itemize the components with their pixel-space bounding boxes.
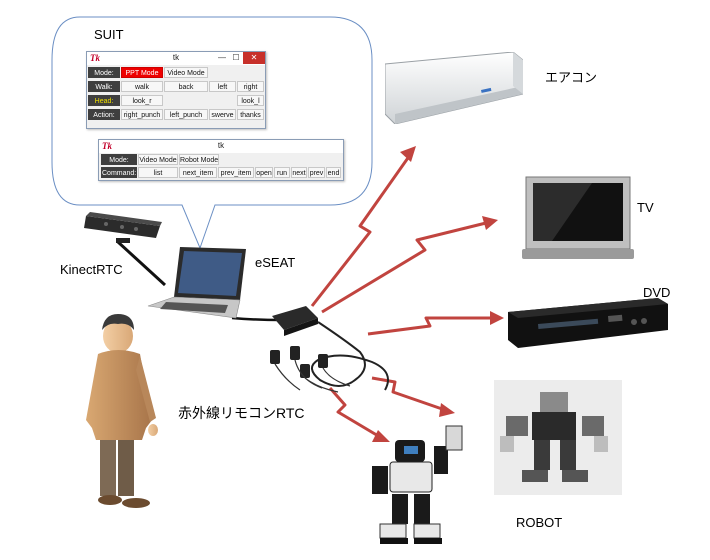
television — [522, 175, 634, 261]
dvd-label: DVD — [643, 285, 671, 300]
laptop — [147, 247, 246, 319]
prev-button[interactable]: prev — [308, 167, 325, 178]
robot-label: ROBOT — [516, 515, 563, 530]
minimize-button[interactable]: — — [218, 53, 226, 62]
window-title: tk — [217, 141, 225, 150]
arrow-heads — [372, 146, 504, 442]
arrow-to-robot-right — [371, 376, 446, 412]
tk-window-suit: Tk tk — ☐ ✕ Mode: PPT Mode Video Mode Wa… — [86, 51, 266, 129]
title-bar: Tk tk — ☐ ✕ — [87, 52, 265, 65]
swerve-button[interactable]: swerve — [209, 109, 236, 120]
ir-signal-arrows — [310, 154, 495, 439]
kinect-sensor — [84, 212, 162, 243]
person-figure — [86, 314, 158, 508]
next-item-button[interactable]: next_item — [179, 167, 217, 178]
action-row-label: Action: — [88, 109, 120, 120]
mode-row-label: Mode: — [88, 67, 120, 78]
suit-label: SUIT — [94, 27, 124, 42]
ppt-mode-button[interactable]: PPT Mode — [121, 67, 163, 78]
kinect-cable — [116, 240, 167, 287]
run-button[interactable]: run — [274, 167, 290, 178]
kinect-label: KinectRTC — [60, 262, 123, 277]
list-button[interactable]: list — [138, 167, 178, 178]
left-button[interactable]: left — [209, 81, 236, 92]
command-row-label: Command: — [101, 167, 137, 178]
look-l-button[interactable]: look_l — [237, 95, 264, 106]
open-button[interactable]: open — [255, 167, 273, 178]
robot-left — [372, 425, 463, 544]
ir-remote-label: 赤外線リモコンRTC — [178, 405, 305, 421]
robot-mode-button[interactable]: Robot Mode — [179, 154, 219, 165]
ir-remote-hub — [270, 306, 389, 393]
video-mode-button[interactable]: Video Mode — [164, 67, 208, 78]
tk-icon: Tk — [90, 53, 100, 63]
next-button[interactable]: next — [291, 167, 307, 178]
arrow-to-robot-left — [328, 387, 381, 439]
arrow-to-aircon — [310, 154, 412, 307]
arrow-to-tv — [321, 220, 491, 314]
arrow-to-dvd — [367, 316, 495, 336]
tk-window-video: Tk tk Mode: Video Mode Robot Mode Comman… — [98, 139, 344, 181]
left-punch-button[interactable]: left_punch — [164, 109, 208, 120]
air-conditioner — [384, 51, 524, 125]
maximize-button[interactable]: ☐ — [232, 53, 240, 62]
thanks-button[interactable]: thanks — [237, 109, 264, 120]
title-bar: Tk tk — [99, 140, 343, 153]
robot-right-photo — [494, 380, 622, 495]
window-title: tk — [172, 53, 180, 62]
video-mode-button[interactable]: Video Mode — [138, 154, 178, 165]
right-button[interactable]: right — [237, 81, 264, 92]
head-row-label: Head: — [88, 95, 120, 106]
right-punch-button[interactable]: right_punch — [121, 109, 163, 120]
mode-row-label: Mode: — [101, 154, 137, 165]
close-button[interactable]: ✕ — [243, 52, 265, 64]
end-button[interactable]: end — [326, 167, 341, 178]
prev-item-button[interactable]: prev_item — [218, 167, 254, 178]
tk-icon: Tk — [102, 141, 112, 151]
tv-label: TV — [637, 200, 654, 215]
walk-row-label: Walk: — [88, 81, 120, 92]
aircon-label: エアコン — [545, 70, 598, 85]
eseat-label: eSEAT — [255, 255, 296, 270]
walk-button[interactable]: walk — [121, 81, 163, 92]
look-r-button[interactable]: look_r — [121, 95, 163, 106]
back-button[interactable]: back — [164, 81, 208, 92]
dvd-player — [508, 296, 668, 348]
